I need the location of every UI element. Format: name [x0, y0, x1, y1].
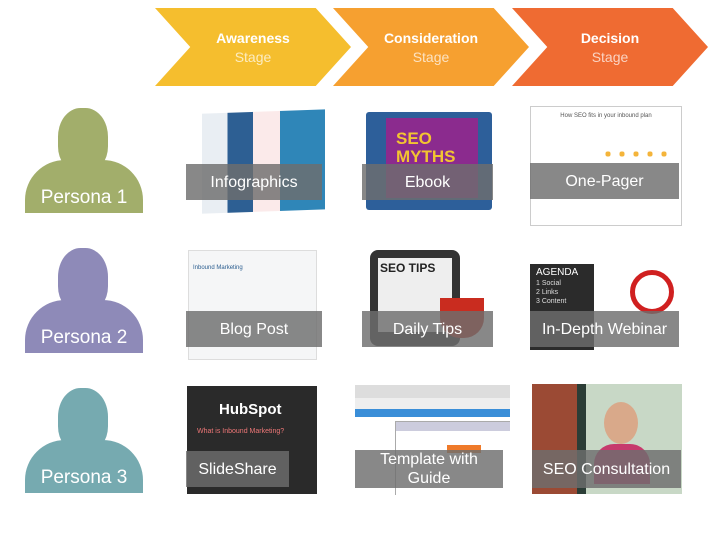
agenda-item: 1 Social — [536, 280, 561, 287]
content-label: In-Depth Webinar — [530, 311, 679, 347]
persona-3: Persona 3 — [25, 388, 143, 493]
blog-header: Inbound Marketing — [193, 265, 243, 271]
stage-title: Awareness — [216, 30, 290, 46]
agenda-item: 2 Links — [536, 289, 559, 296]
content-label: Ebook — [362, 164, 493, 200]
content-label: Daily Tips — [362, 311, 493, 347]
slide-subtitle: What is Inbound Marketing? — [197, 428, 285, 435]
stage-title: Consideration — [383, 30, 479, 46]
persona-1: Persona 1 — [25, 108, 143, 213]
persona-2: Persona 2 — [25, 248, 143, 353]
content-label: One-Pager — [530, 163, 679, 199]
stage-subtitle: Stage — [591, 49, 629, 65]
ebook-cover-title: SEO MYTHS — [396, 129, 456, 166]
agenda-heading: AGENDA — [536, 267, 579, 278]
content-label: Infographics — [186, 164, 322, 200]
tips-heading: SEO TIPS — [380, 261, 436, 275]
content-label: SlideShare — [186, 451, 289, 487]
hubspot-logo: HubSpot — [219, 401, 282, 418]
content-label: Template with Guide — [355, 450, 503, 488]
person-photo — [604, 402, 638, 444]
person-body-icon — [25, 160, 143, 213]
content-label: SEO Consultation — [532, 450, 681, 488]
one-pager-title: How SEO fits in your inbound plan — [560, 113, 652, 119]
ghostbusters-logo-icon — [630, 270, 674, 314]
stage-title: Decision — [580, 30, 640, 46]
persona-label: Persona 1 — [40, 187, 128, 208]
content-label: Blog Post — [186, 311, 322, 347]
stage-subtitle: Stage — [234, 49, 272, 65]
persona-label: Persona 3 — [40, 467, 128, 488]
person-body-icon — [25, 440, 143, 493]
persona-label: Persona 2 — [40, 327, 128, 348]
person-body-icon — [25, 300, 143, 353]
agenda-item: 3 Content — [536, 298, 567, 305]
stage-subtitle: Stage — [412, 49, 450, 65]
